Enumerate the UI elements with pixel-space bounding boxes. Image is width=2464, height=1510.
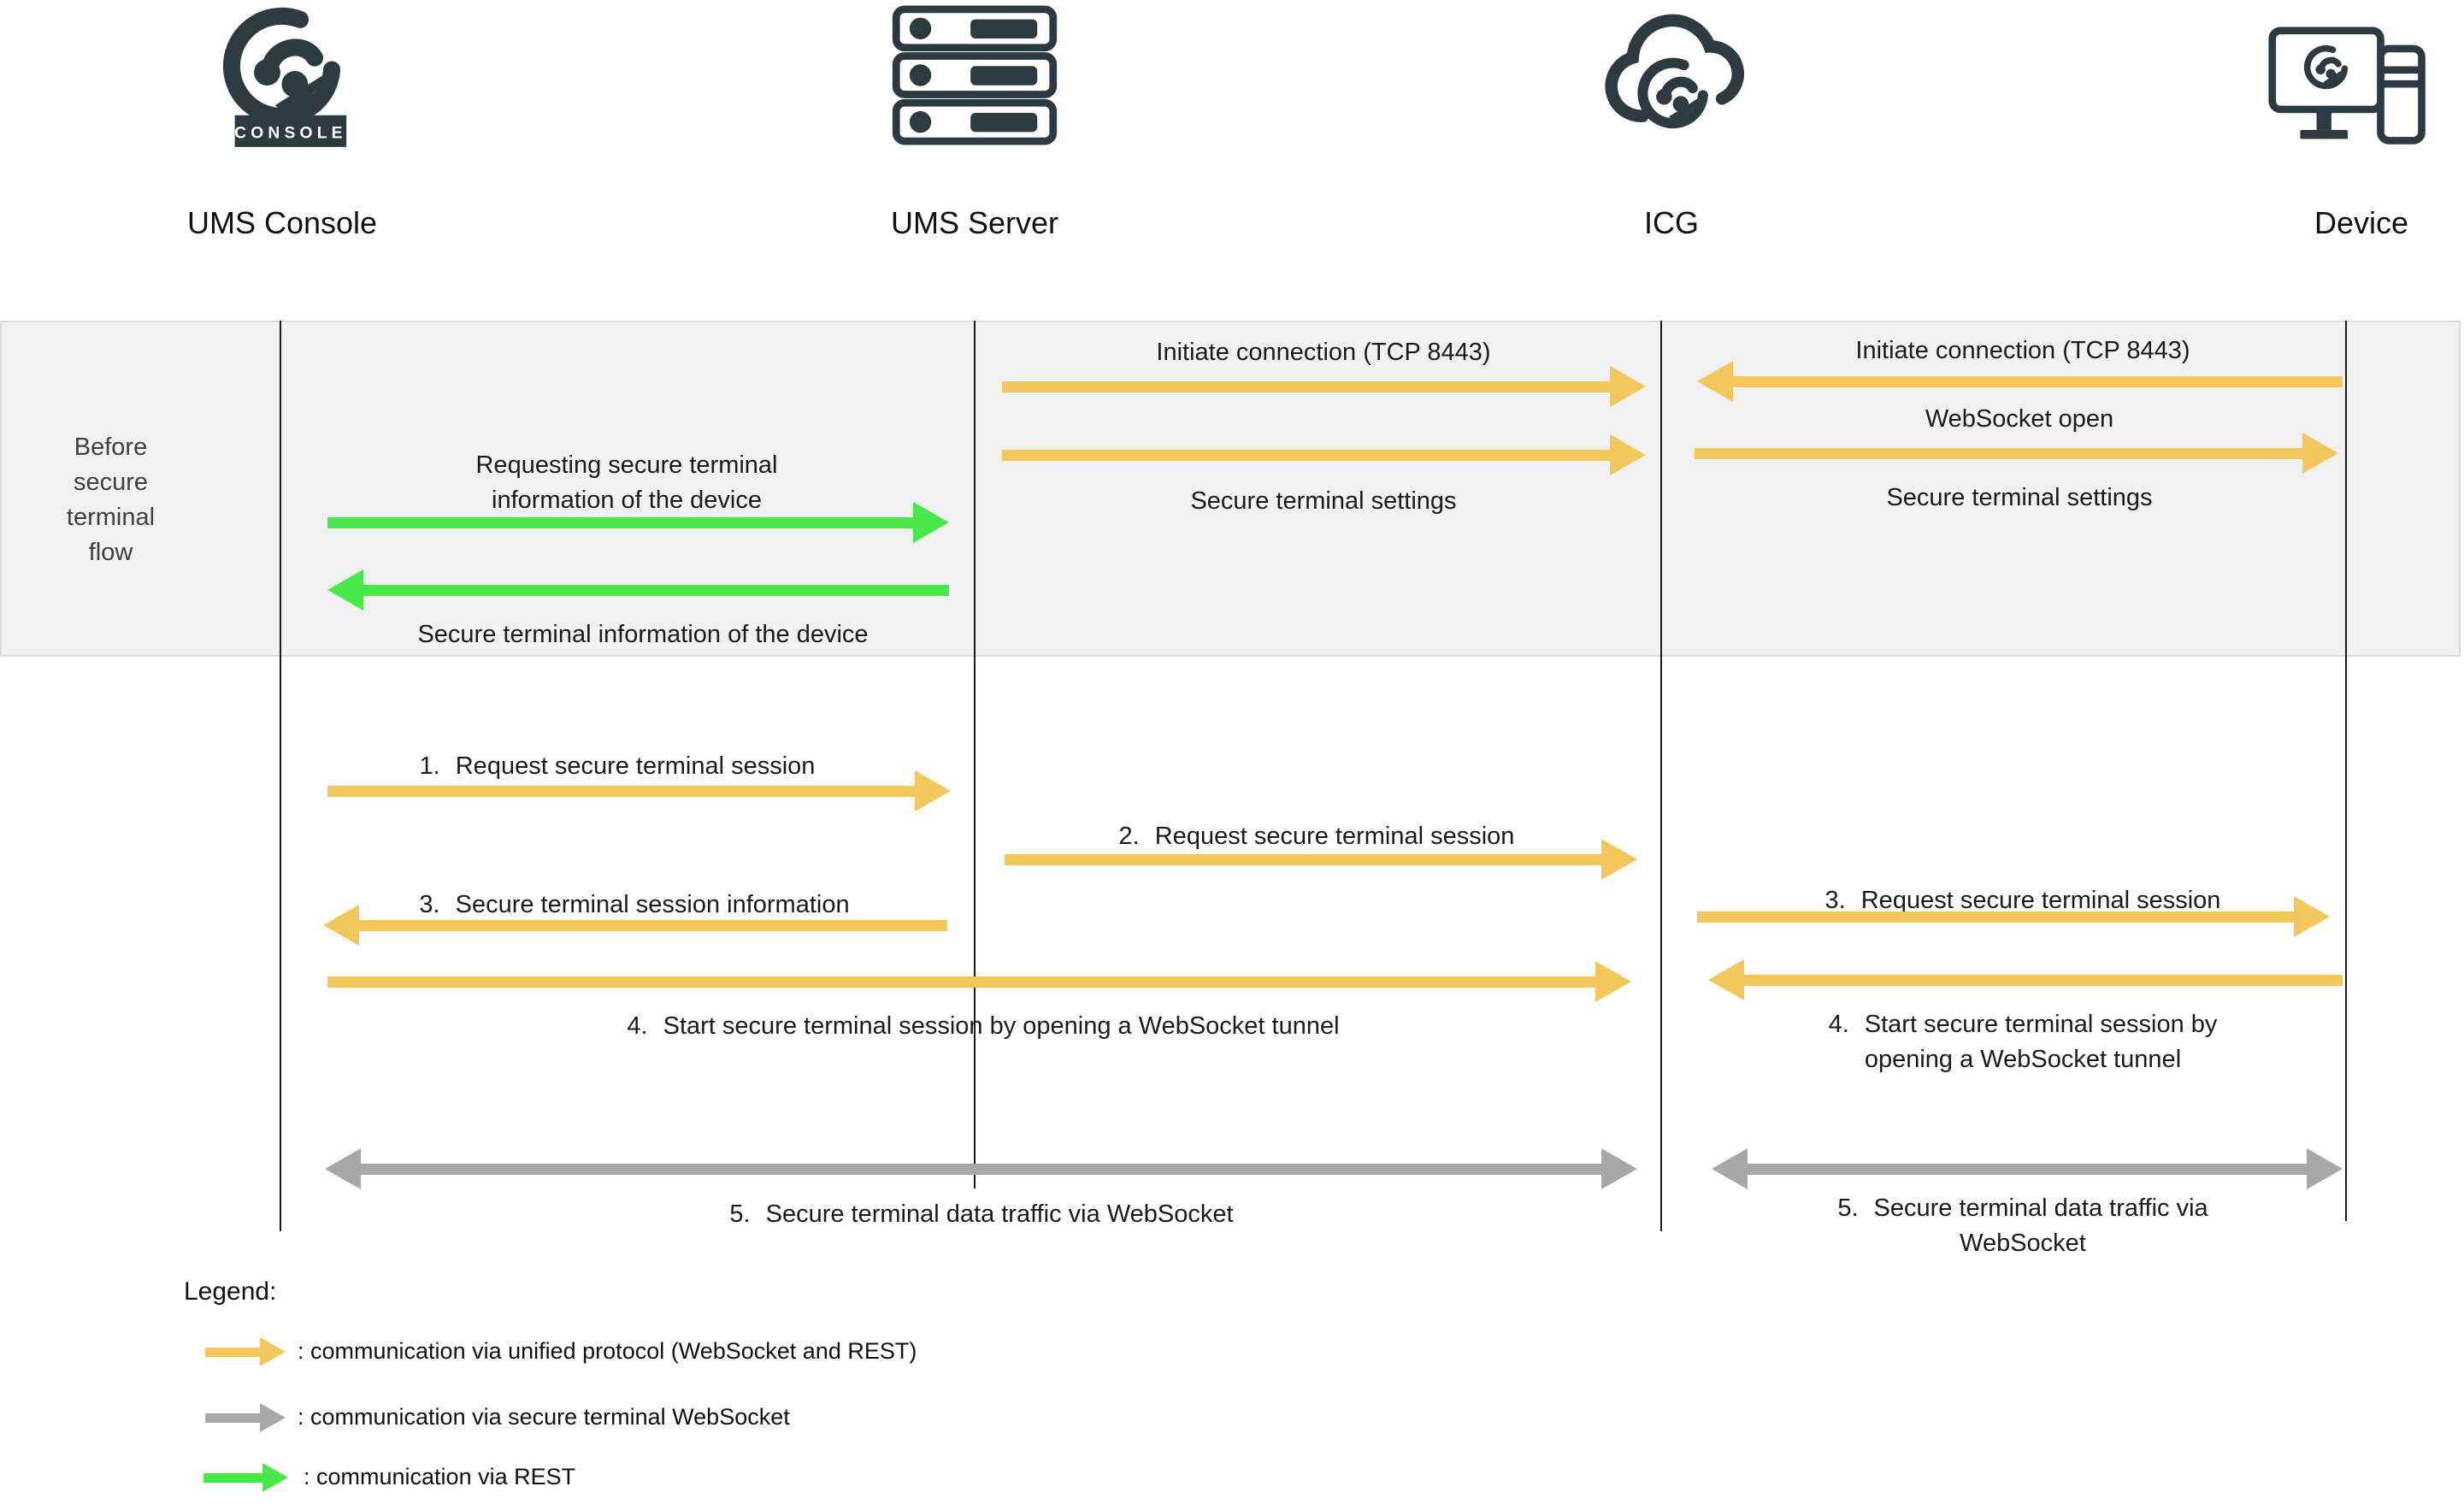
msg-secure-terminal-settings-left: Secure terminal settings [1190, 487, 1457, 515]
ums-console-logo-icon: CONSOLE [207, 3, 347, 147]
ums-server-rack-icon [892, 5, 1058, 145]
device-workstation-icon [2268, 27, 2426, 145]
phase-band-label: Before secure terminal flow [66, 434, 156, 566]
lifeline-ums-console [280, 321, 281, 1231]
lifeline-icg [1660, 321, 1662, 1231]
msg-5-data-traffic-left: 5.Secure terminal data traffic via WebSo… [729, 1200, 1234, 1228]
actor-label-ums-server: UMS Server [890, 205, 1059, 240]
msg-secure-terminal-settings-right: Secure terminal settings [1886, 484, 2153, 511]
msg-1-request-session: 1.Request secure terminal session [419, 752, 816, 780]
icg-cloud-icon [1605, 14, 1744, 156]
console-banner-text: CONSOLE [234, 124, 347, 142]
msg-2-request-session: 2.Request secure terminal session [1118, 823, 1515, 850]
actor-label-device: Device [2314, 205, 2409, 240]
lifeline-ums-server [974, 321, 976, 1189]
legend-label-rest: : communication via REST [304, 1464, 576, 1489]
msg-3-request-session-right: 3.Request secure terminal session [1824, 887, 2221, 914]
msg-5-data-traffic-right: 5.Secure terminal data traffic via WebSo… [1837, 1194, 2208, 1257]
legend-label-unified-protocol: : communication via unified protocol (We… [298, 1338, 917, 1364]
actor-label-ums-console: UMS Console [186, 205, 378, 240]
msg-requesting-secure-terminal-info: Requesting secure terminal information o… [475, 451, 778, 514]
msg-4-start-session-left: 4.Start secure terminal session by openi… [627, 1012, 1340, 1040]
legend-label-secure-terminal-websocket: : communication via secure terminal WebS… [298, 1404, 790, 1430]
actor-label-icg: ICG [1643, 205, 1699, 240]
msg-initiate-connection-server-icg: Initiate connection (TCP 8443) [1156, 339, 1491, 366]
msg-4-start-session-right: 4.Start secure terminal session by openi… [1828, 1011, 2218, 1073]
msg-initiate-connection-device-icg: Initiate connection (TCP 8443) [1855, 337, 2190, 364]
msg-websocket-open: WebSocket open [1925, 405, 2114, 433]
lifeline-device [2345, 321, 2347, 1221]
legend-title: Legend: [184, 1277, 277, 1306]
msg-3-session-information: 3.Secure terminal session information [419, 891, 850, 918]
msg-secure-terminal-info-of-device: Secure terminal information of the devic… [417, 621, 869, 648]
